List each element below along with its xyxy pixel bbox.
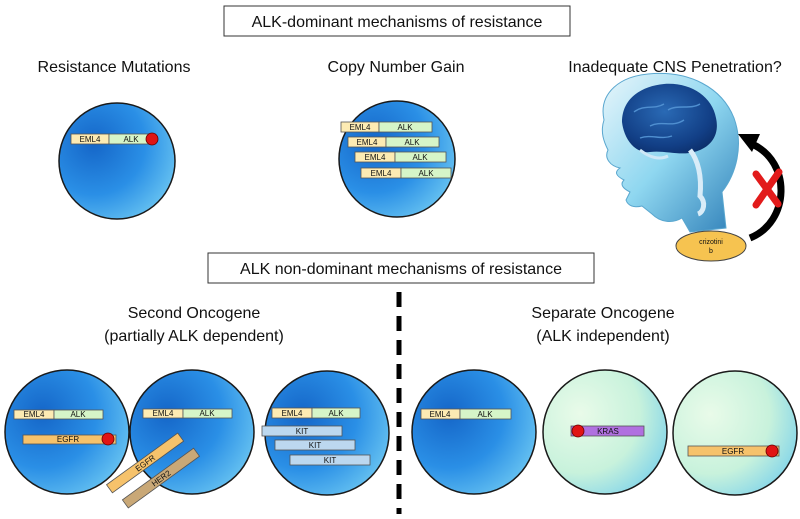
svg-text:ALK: ALK [412, 153, 428, 162]
cell-copy-number-gain: EML4 ALK EML4 ALK EML4 ALK EML4 ALK [338, 100, 456, 218]
svg-text:EML4: EML4 [350, 123, 371, 132]
svg-text:ALK: ALK [70, 410, 86, 419]
curved-arrow-icon [738, 134, 785, 242]
bottom-title-box: ALK non-dominant mechanisms of resistanc… [207, 252, 595, 284]
svg-text:KRAS: KRAS [597, 427, 619, 436]
top-title: ALK-dominant mechanisms of resistance [252, 14, 543, 31]
separate-oncogene-heading: Separate Oncogene [531, 305, 674, 322]
svg-text:EML4: EML4 [371, 169, 392, 178]
egfr-bar [22, 434, 117, 445]
crizotinib-drug: crizotini b [675, 230, 747, 262]
svg-text:EML4: EML4 [153, 409, 174, 418]
eml4-label: EML4 [80, 135, 101, 144]
svg-text:EML4: EML4 [430, 410, 451, 419]
brain-head-icon [601, 72, 739, 233]
drug-label-line2: b [709, 248, 713, 255]
cell-egfr-independent: EGFR [672, 370, 798, 496]
svg-text:ALK: ALK [199, 409, 215, 418]
egfr-bar [687, 445, 780, 457]
resistance-mutations-heading: Resistance Mutations [38, 59, 191, 76]
svg-text:KIT: KIT [324, 456, 337, 465]
cell-egfr-her2: EML4 ALK HER2 EGFR [105, 369, 255, 509]
bottom-title: ALK non-dominant mechanisms of resistanc… [240, 261, 562, 278]
fusion-copy-2: EML4 ALK [347, 136, 440, 148]
mutation-dot [145, 132, 159, 146]
alk-label: ALK [123, 135, 139, 144]
cell-kit-amplification: EML4 ALK KIT KIT KIT [261, 370, 390, 496]
svg-text:EML4: EML4 [282, 409, 303, 418]
fusion-copy-4: EML4 ALK [360, 167, 452, 179]
kras-bar [570, 425, 645, 437]
svg-text:KIT: KIT [309, 441, 322, 450]
svg-text:EGFR: EGFR [57, 435, 79, 444]
second-oncogene-subheading: (partially ALK dependent) [104, 328, 284, 345]
svg-text:EML4: EML4 [365, 153, 386, 162]
svg-text:ALK: ALK [328, 409, 344, 418]
red-x-icon [752, 168, 783, 209]
svg-text:ALK: ALK [477, 410, 493, 419]
svg-text:ALK: ALK [404, 138, 420, 147]
second-oncogene-heading: Second Oncogene [128, 305, 261, 322]
mutation-dot [101, 432, 115, 446]
cell-kras-mutation: KRAS [542, 369, 668, 495]
svg-text:KIT: KIT [296, 427, 309, 436]
top-title-box: ALK-dominant mechanisms of resistance [223, 5, 571, 37]
fusion-copy-3: EML4 ALK [354, 151, 447, 163]
cell-alk-fusion: EML4 ALK [411, 369, 537, 495]
svg-text:ALK: ALK [418, 169, 434, 178]
cns-penetration-heading: Inadequate CNS Penetration? [568, 59, 782, 76]
cell-resistance-mutations: EML4 ALK [58, 102, 176, 220]
copy-number-gain-heading: Copy Number Gain [328, 59, 465, 76]
mutation-dot [765, 444, 779, 458]
fusion-copy-1: EML4 ALK [340, 121, 433, 133]
svg-text:EGFR: EGFR [722, 447, 744, 456]
svg-text:EML4: EML4 [357, 138, 378, 147]
mutation-dot [571, 424, 585, 438]
cell-egfr-mutation: EML4 ALK EGFR [4, 369, 130, 495]
svg-text:EML4: EML4 [24, 410, 45, 419]
separate-oncogene-subheading: (ALK independent) [536, 328, 669, 345]
drug-label-line1: crizotini [699, 239, 723, 246]
svg-text:ALK: ALK [397, 123, 413, 132]
